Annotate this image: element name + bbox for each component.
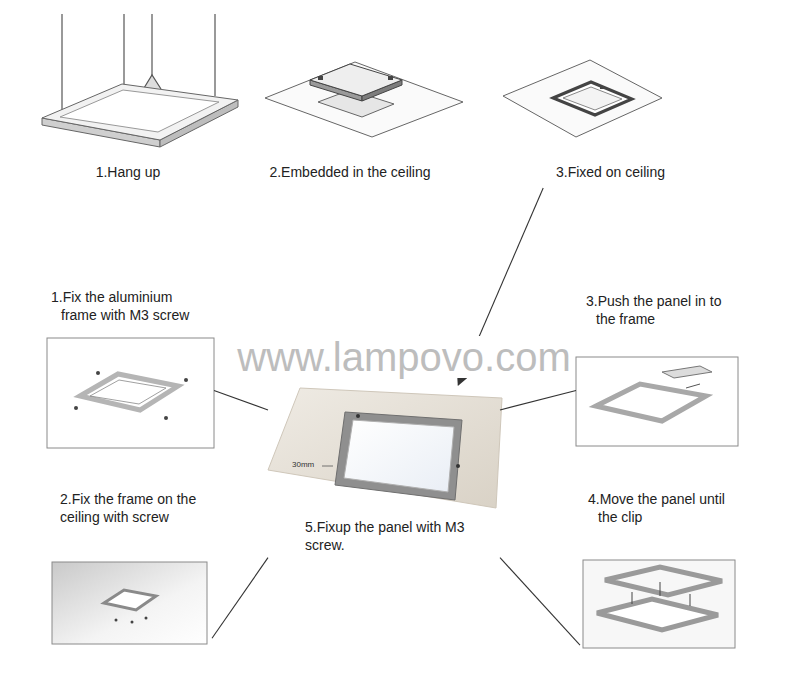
step-caption: 5.Fixup the panel with M3 screw. [305,518,475,554]
panel-light [60,90,219,132]
screw [96,371,100,375]
step-heading: 1.Fix the aluminium frame with M3 screw [51,288,201,324]
step-heading: 3.Push the panel in to the frame [586,292,736,328]
inset-border [583,560,735,648]
step-heading: 2.Fix the frame on the ceiling with scre… [60,490,212,526]
move-arrow [690,594,691,606]
screw [456,464,460,468]
aluminium-frame-inner [90,380,166,404]
embedded-panel [265,62,463,137]
step-caption: 2.Embedded in the ceiling [255,163,445,181]
move-arrow [632,592,633,604]
panel-clip [600,86,605,89]
ceiling-tile [268,388,502,508]
aluminium-frame [335,412,462,500]
surface-panel [503,60,662,137]
inset-border [47,338,214,448]
inset-border [576,357,738,446]
aluminium-frame [605,567,722,595]
panel-light [563,87,622,110]
suspension-wire [123,14,124,85]
leader-line [500,391,576,410]
inset-figure: 1.Fix the aluminium frame with M3 screw [47,288,214,448]
main-figure: 5.Fixup the panel with M3 screw. [268,385,500,563]
push-arrow [686,384,700,388]
screw [74,406,78,410]
aluminium-frame [80,374,178,410]
screw [164,416,168,420]
panel-clip [318,76,323,80]
inset-figure: 4.Move the panel until the clip [580,490,738,650]
pendant-panel [42,14,238,147]
panel-clip [388,76,393,80]
leader-line [500,558,580,646]
inset-push-panel [576,357,738,446]
screw [131,621,134,624]
leader-line [214,390,268,410]
panel-frame [597,599,718,630]
step-figure: 2.Embedded in the ceiling [255,10,470,188]
dimension-line [322,466,333,467]
step-heading: 4.Move the panel until the clip [588,490,728,526]
dimension-label: 30mm [292,461,314,469]
panel-face [310,64,402,96]
inset-border [52,562,207,644]
aluminium-frame [104,590,156,610]
panel-light [344,420,454,492]
surface-frame [553,82,632,115]
inset-ceiling-frame [52,562,207,644]
suspension-wire [61,14,62,110]
panel-slide [662,366,712,378]
screw [356,414,360,418]
suspension-wire [214,14,215,96]
step-figure: 3.Fixed on ceiling [500,10,680,188]
step-caption: 3.Fixed on ceiling [556,163,680,181]
screw [145,617,148,620]
screw [115,619,118,622]
inset-figure: 3.Push the panel in to the frame [576,292,738,446]
inset-clip [583,560,735,648]
inset-frame-assembly [47,338,214,448]
suspension-wire [151,14,152,76]
panel-face [42,84,238,140]
ceiling-plane [265,62,463,137]
move-arrow [660,582,661,596]
screw [184,378,188,382]
ceiling-plane [503,60,662,137]
step-caption: 1.Hang up [40,163,216,181]
step-figure: 1.Hang up [40,10,245,188]
inset-figure: 2.Fix the frame on the ceiling with scre… [47,490,212,646]
tile-face [268,388,502,508]
aluminium-frame [596,384,706,421]
leader-line [212,558,268,639]
watermark: www.lampovo.com [233,336,574,378]
